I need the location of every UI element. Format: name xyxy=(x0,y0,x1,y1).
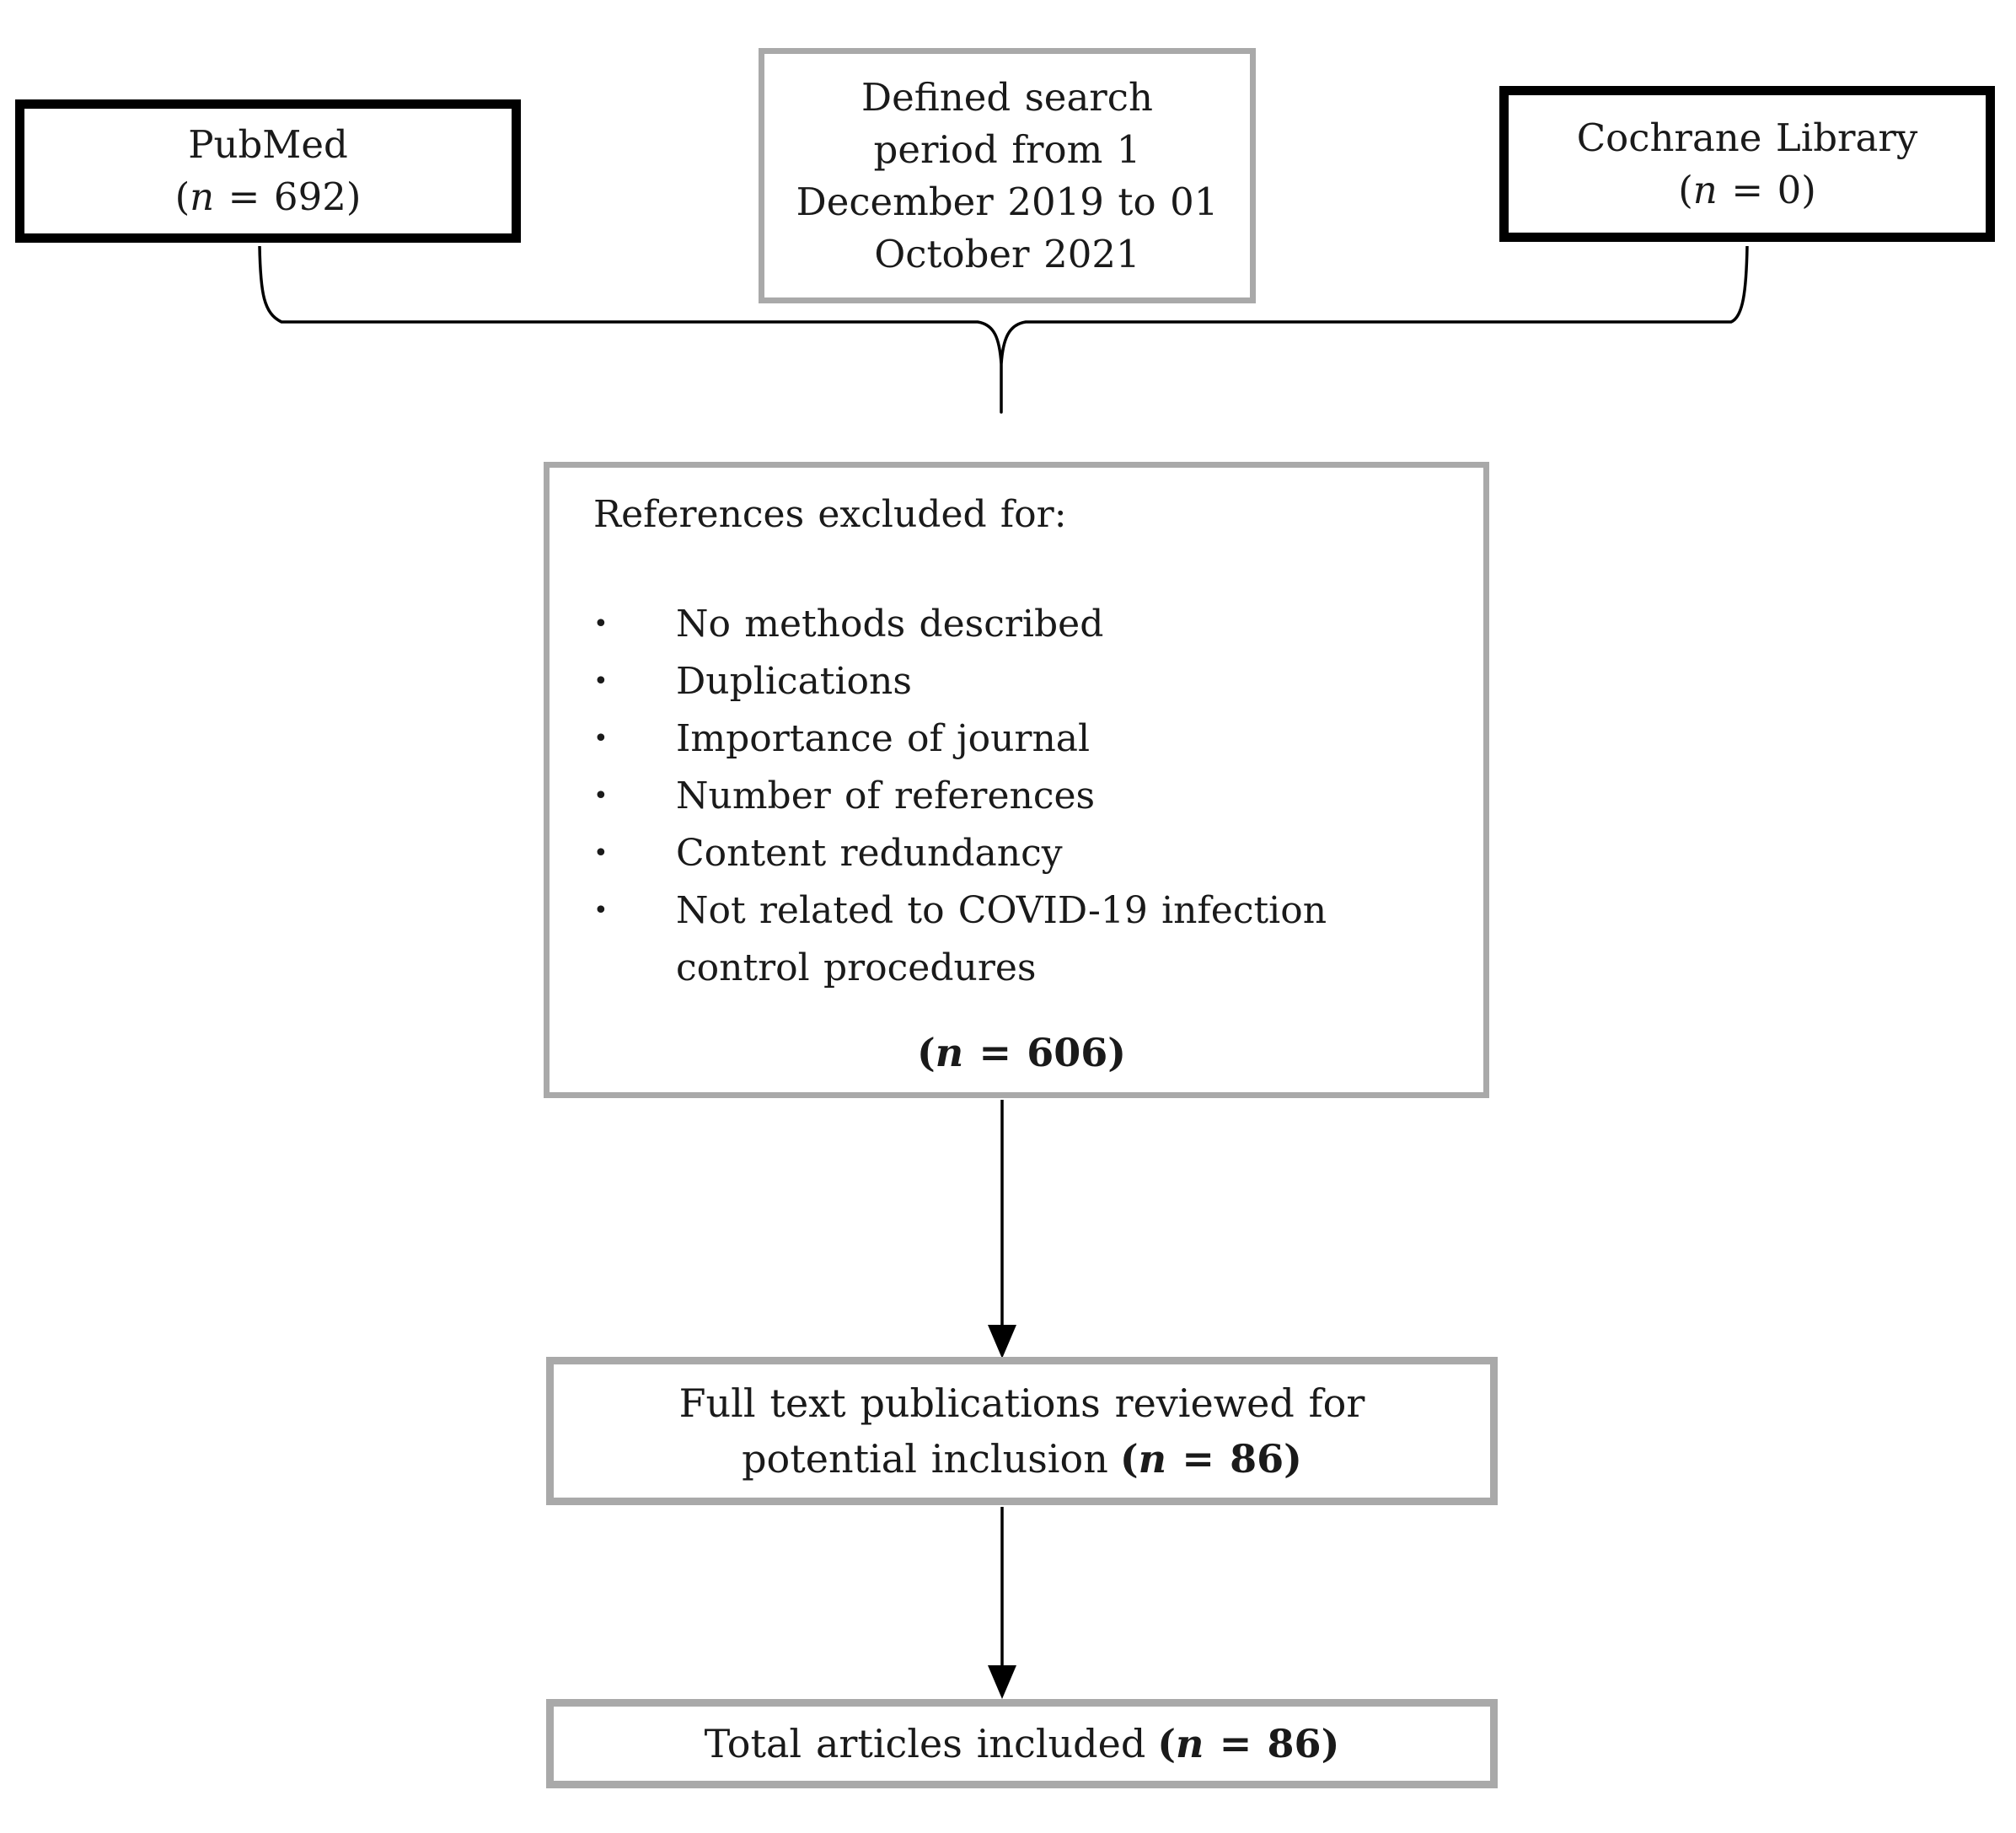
pubmed-source-box: PubMed (n = 692) xyxy=(15,99,521,243)
exclusion-reason: Duplications xyxy=(676,660,912,703)
exclusion-bullet-item: • Number of references xyxy=(593,768,1450,825)
bullet-icon: • xyxy=(593,781,609,811)
bullet-icon: • xyxy=(593,667,609,696)
fulltext-count-n: n xyxy=(1138,1436,1167,1482)
cochrane-label: Cochrane Library xyxy=(1576,115,1918,160)
exclusion-reason: Importance of journal xyxy=(676,717,1091,760)
excluded-title: References excluded for: xyxy=(593,493,1067,536)
total-count: (n = 86) xyxy=(1157,1721,1340,1766)
pubmed-count-n: n xyxy=(190,174,215,219)
total-line: Total articles included(n = 86) xyxy=(704,1721,1340,1766)
cochrane-count: (n = 0) xyxy=(1678,167,1816,212)
exclusion-reason: Number of references xyxy=(676,774,1096,817)
search-period-line: October 2021 xyxy=(874,231,1140,276)
pubmed-count: (n = 692) xyxy=(174,174,362,219)
exclusion-reason: Content redundancy xyxy=(676,832,1063,875)
arrow-to-total-head-icon xyxy=(988,1665,1016,1699)
exclusion-reason: No methods described xyxy=(676,603,1104,646)
pubmed-label: PubMed xyxy=(188,122,348,167)
excluded-bullet-list: • No methods described • Duplications • Imp… xyxy=(593,596,1450,997)
search-period-box: Defined search period from 1 December 20… xyxy=(759,48,1256,303)
search-period-line: period from 1 xyxy=(873,126,1141,172)
search-period-line: December 2019 to 01 xyxy=(796,179,1219,224)
excluded-count-n: n xyxy=(935,1030,964,1075)
exclusion-bullet-item: • Importance of journal xyxy=(593,710,1450,768)
excluded-count: (n = 606) xyxy=(916,1030,1127,1075)
bullet-icon: • xyxy=(593,839,609,868)
cochrane-count-n: n xyxy=(1692,167,1718,212)
fulltext-count: (n = 86) xyxy=(1119,1436,1302,1482)
arrow-to-fulltext-head-icon xyxy=(988,1325,1016,1359)
exclusion-bullet-item: • Content redundancy xyxy=(593,825,1450,882)
search-period-line: Defined search xyxy=(861,74,1153,120)
bullet-icon: • xyxy=(593,896,609,925)
fulltext-line2: potential inclusion(n = 86) xyxy=(742,1436,1302,1482)
bullet-icon: • xyxy=(593,609,609,639)
fulltext-line1: Full text publications reviewed for xyxy=(678,1380,1365,1426)
exclusion-bullet-item: • Duplications xyxy=(593,653,1450,710)
references-excluded-box: References excluded for: • No methods des… xyxy=(544,462,1489,1098)
total-count-n: n xyxy=(1176,1721,1204,1766)
exclusion-bullet-item: • Not related to COVID-19 infection contr… xyxy=(593,882,1450,997)
exclusion-bullet-item: • No methods described xyxy=(593,596,1450,653)
bullet-icon: • xyxy=(593,724,609,753)
total-included-box: Total articles included(n = 86) xyxy=(546,1699,1498,1788)
fulltext-review-box: Full text publications reviewed for pote… xyxy=(546,1357,1498,1505)
cochrane-source-box: Cochrane Library (n = 0) xyxy=(1499,86,1995,242)
exclusion-reason: Not related to COVID-19 infection contro… xyxy=(676,889,1327,989)
